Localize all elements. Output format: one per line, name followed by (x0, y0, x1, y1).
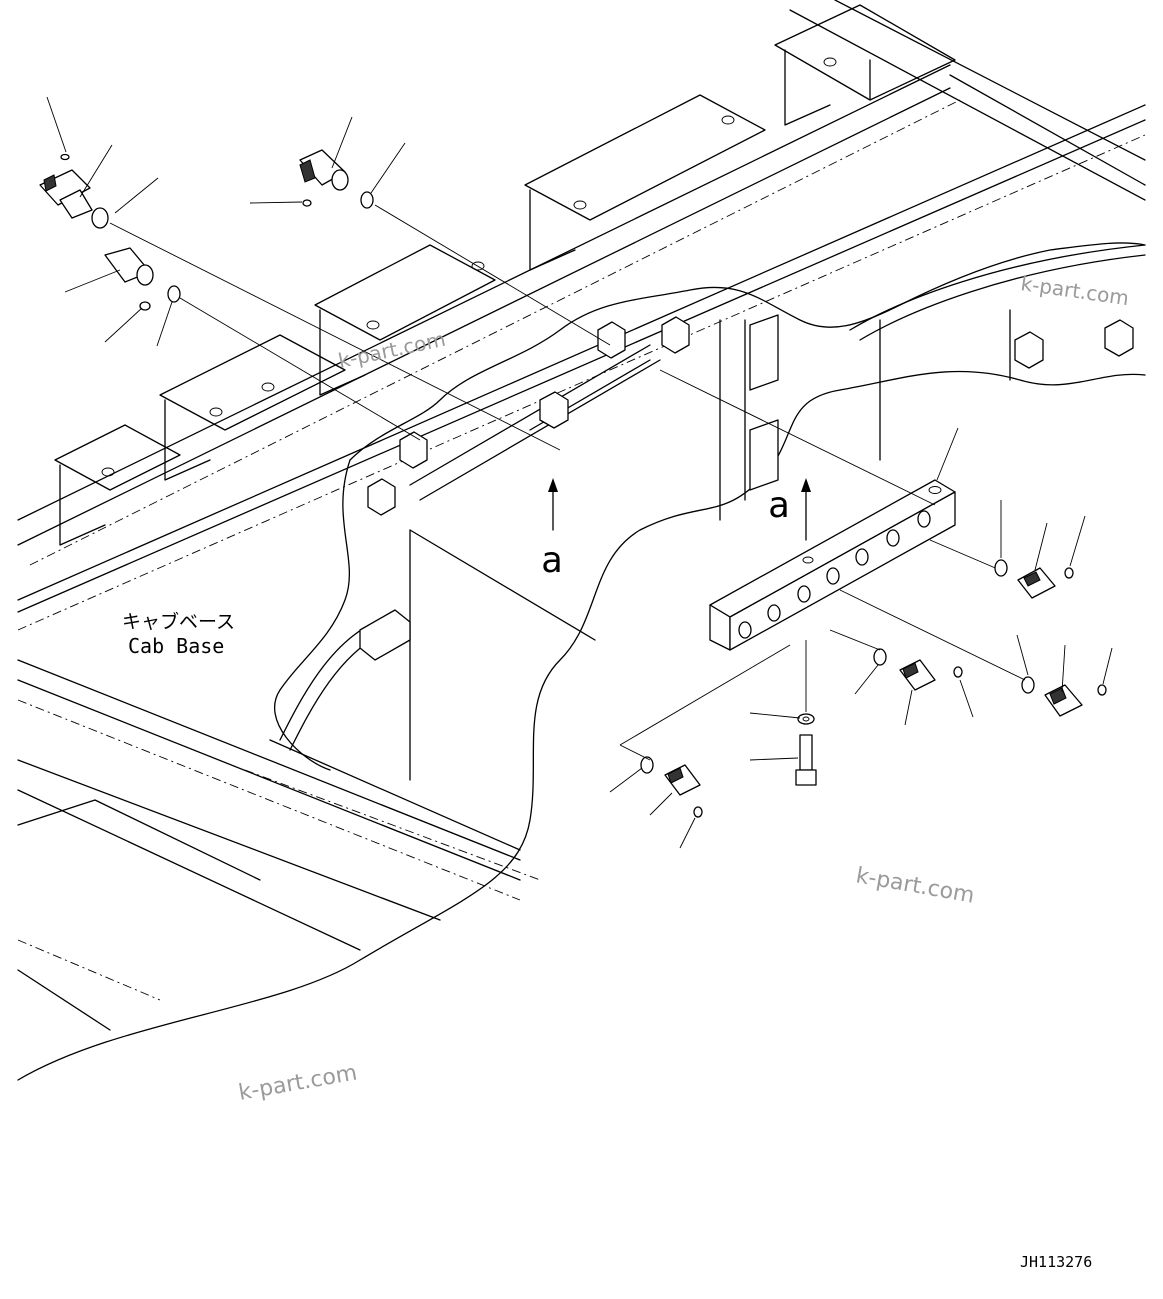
cab-base-label-jp: キャブベース (122, 610, 235, 633)
manifold-block (659, 369, 1001, 651)
watermark: k-part.com (1019, 271, 1130, 310)
watermark: k-part.com (854, 863, 976, 908)
frame-brackets (54, 4, 956, 546)
right-fittings (609, 500, 1113, 849)
cutaway-boundary (17, 242, 1146, 1081)
watermark: k-part.com (237, 1060, 359, 1105)
frame-clamp-blocks (359, 314, 1134, 661)
section-label-a-left: a (541, 540, 563, 581)
frame-upper-rails (17, 0, 1146, 631)
section-label-a-right: a (768, 485, 790, 526)
drawing-number: JH113276 (1020, 1253, 1092, 1271)
frame-lower-rails (17, 309, 1011, 1031)
cab-base-label-en: Cab Base (128, 634, 224, 658)
section-arrows (548, 478, 811, 541)
upper-left-fittings (39, 96, 611, 451)
